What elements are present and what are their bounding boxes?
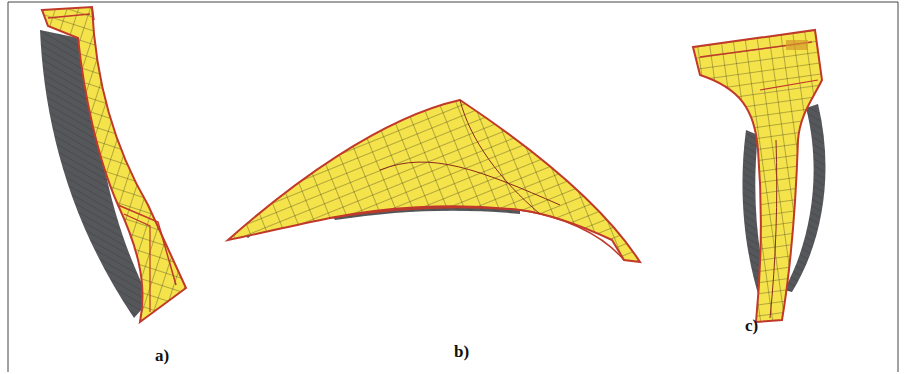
frame xyxy=(8,2,898,372)
surface-a xyxy=(40,7,186,322)
panel-label: c) xyxy=(745,317,758,336)
surface-c xyxy=(693,30,826,322)
surface-b xyxy=(228,100,640,262)
panel-label: b) xyxy=(454,343,469,362)
panel-label: a) xyxy=(155,347,169,366)
